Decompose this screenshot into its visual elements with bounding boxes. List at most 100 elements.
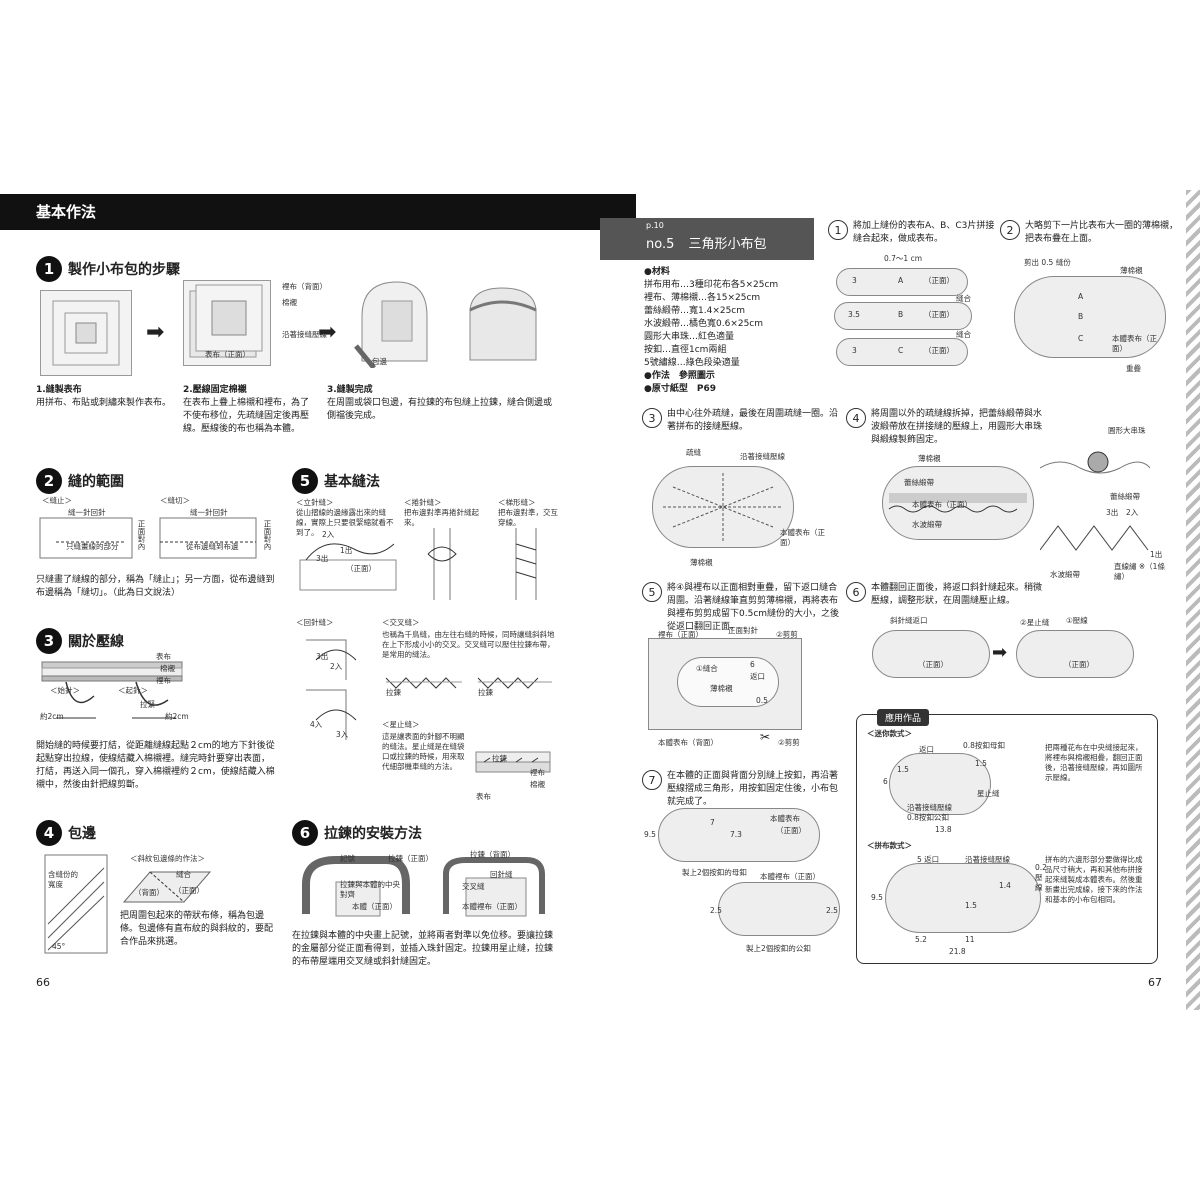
step-text: 在表布上疊上棉襯和裡布，為了不使布移位，先疏縫固定後再壓線。壓線後的布也稱為本體… xyxy=(183,398,310,434)
label-edge-to-edge: 從布邊縫到布邊 xyxy=(186,542,239,551)
page-header: 基本作法 xyxy=(0,194,636,230)
label-batting: 薄棉襯 xyxy=(918,454,941,463)
label-bead: 圓形大串珠 xyxy=(1108,426,1146,435)
label-trim: ②剪剪 xyxy=(776,630,798,639)
label-lining-front: 裡布（正面） xyxy=(658,630,703,639)
label-9-5: 9.5 xyxy=(644,830,656,839)
label-batting: 薄棉襯 xyxy=(690,558,713,567)
arrow-right-icon: ➡ xyxy=(318,320,337,345)
star-stitch-diagram xyxy=(475,751,551,773)
label-1-4: 1.4 xyxy=(999,881,1011,890)
label-male-snap: 製上2個按釦的公釦 xyxy=(746,944,811,953)
patchwork-style-text: 拼布的六邊形部分要做得比成品尺寸稍大，再和其他布拼接起來縫製成本體表布。然後重新… xyxy=(1045,855,1143,904)
label-binding: 包邊 xyxy=(372,357,387,366)
label-out-3: 3出 xyxy=(1106,508,1119,517)
ladder-stitch-text: 把布邊對準，交互穿線。 xyxy=(498,508,558,527)
label-body-back: 本體表布（背面） xyxy=(658,738,718,747)
label-right-sides-in: 正面對內 xyxy=(137,520,146,550)
finished-body-illustration xyxy=(1016,630,1134,678)
step-text: 本體翻回正面後，將返口斜針縫起來。稍微壓線，調整形狀，在周圍縫壓止線。 xyxy=(871,583,1043,606)
method-line: ●作法 參照圖示 xyxy=(644,371,715,381)
label-lace: 蕾絲緞帶 xyxy=(1110,492,1140,501)
label-a: A xyxy=(898,276,904,285)
label-zipper-back: 拉鍊（背面） xyxy=(470,850,515,859)
tag-cross-stitch: ＜交叉縫＞ xyxy=(382,618,420,627)
step-number: 7 xyxy=(642,770,662,790)
project-title: 三角形小布包 xyxy=(688,237,767,252)
label-trim: ②剪剪 xyxy=(778,738,800,747)
label-wave-ribbon: 水波緞帶 xyxy=(1050,570,1080,579)
step-6: 6 本體翻回正面後，將返口斜針縫起來。稍微壓線，調整形狀，在周圍縫壓止線。 xyxy=(846,582,1046,608)
page-number: 67 xyxy=(1148,976,1162,989)
step-5: 5 將④與裡布以正面相對重疊，留下返口縫合周圍。沿著縫線筆直剪剪薄棉襯，再將表布… xyxy=(642,582,842,634)
step-4: 4 將周圍以外的疏縫線拆掉，把蕾絲緞帶與水波緞帶放在拼接縫的壓線上，用圓形大串珠… xyxy=(846,408,1046,447)
label-c: C xyxy=(1078,334,1084,343)
application-title: 應用作品 xyxy=(877,709,930,726)
quilting-diagram xyxy=(41,661,183,719)
page-number: 66 xyxy=(36,976,50,989)
tag-ladder-stitch: ＜梯形縫＞ xyxy=(498,498,536,507)
section-2-heading: 2 縫的範圍 xyxy=(36,468,124,494)
label-front: （正面） xyxy=(924,310,954,319)
label-batting: 薄棉襯 xyxy=(710,684,733,693)
label-mark: 記號 xyxy=(340,854,355,863)
bead-detail xyxy=(1040,451,1150,474)
label-front: （正面） xyxy=(1064,660,1094,669)
label-2-5: 2.5 xyxy=(826,906,838,915)
page-ref: p.10 xyxy=(646,221,664,230)
lace-body-illustration xyxy=(882,466,1034,540)
patchwork-pouch-illustration xyxy=(885,863,1041,933)
label-in-2: 2入 xyxy=(1126,508,1139,517)
label-front: （正面） xyxy=(776,826,806,835)
label-overlap: 重疊 xyxy=(1126,364,1141,373)
step-number: 5 xyxy=(642,582,662,602)
bias-strip-diagram xyxy=(44,854,108,954)
label-a: A xyxy=(1078,292,1084,301)
cross-stitch-diagram xyxy=(385,677,552,689)
label-opening: 返口 xyxy=(919,745,934,754)
page-header-title: 基本作法 xyxy=(36,203,97,221)
step-text: 將④與裡布以正面相對重疊，留下返口縫合周圍。沿著縫線筆直剪剪薄棉襯，再將表布與裡… xyxy=(667,583,840,632)
label-backstitch-one: 縫一針回針 xyxy=(190,508,228,517)
label-opening: 5 返口 xyxy=(917,855,940,864)
label-snap-m: 0.8按釦公釦 xyxy=(907,813,949,822)
label-top-fabric: 表布 xyxy=(476,792,491,801)
step-title: 3.縫製完成 xyxy=(327,385,373,395)
label-end: ＜起針＞ xyxy=(118,686,148,695)
label-cut-allowance: 剪出 0.5 縫份 xyxy=(1024,258,1071,267)
page-edge-stripe xyxy=(1186,190,1200,1010)
material-item: 圓形大串珠…紅色適量 xyxy=(644,332,735,342)
scissors-icon: ✂ xyxy=(760,730,771,744)
blind-stitch-text: 從山摺線的邊緣露出來的縫線，實際上只要很緊縮就看不到了。 xyxy=(296,508,394,537)
turned-body-illustration xyxy=(872,630,990,678)
arrow-right-icon: ➡ xyxy=(992,642,1008,663)
section-title: 拉鍊的安裝方法 xyxy=(324,826,422,842)
label-sew-drawn-only: 只縫畫線的部分 xyxy=(66,542,119,551)
label-align-center: 拉鍊與本體的中央對齊 xyxy=(340,880,400,899)
label-cross-stitch: 交叉縫 xyxy=(462,882,485,891)
label-sew: 縫合 xyxy=(956,294,971,303)
section-4-text: 把周圍包起來的帶狀布條，稱為包邊條。包邊條有直布紋的與斜紋的，要配合作品來挑選。 xyxy=(120,911,274,947)
material-item: 蕾絲緞帶…寬1.4×25cm xyxy=(644,306,746,316)
label-in-2: 2入 xyxy=(322,530,335,539)
step-text: 用拼布、布貼或刺繡來製作表布。 xyxy=(36,398,172,408)
label-opening: 返口 xyxy=(750,672,765,681)
tag-backstitch-star: ＜星止縫＞ xyxy=(382,720,420,729)
label-slipstitch-opening: 斜針縫返口 xyxy=(890,616,928,625)
label-out-3: 3出 xyxy=(316,652,329,661)
label-batting: 棉襯 xyxy=(530,780,545,789)
step-text: 將加上縫份的表布A、B、C3片拼接縫合起來，做成表布。 xyxy=(853,221,995,244)
step-text: 在周圍或袋口包邊，有拉鍊的布包縫上拉鍊，縫合側邊或側襠後完成。 xyxy=(327,398,553,421)
fabric-piece-b xyxy=(834,302,972,330)
tag-nuidome: ＜縫止＞ xyxy=(42,496,72,505)
label-zipper-front: 拉鍊（正面） xyxy=(388,854,433,863)
material-item: 拼布用布…3種印花布各5×25cm xyxy=(644,280,779,290)
ladder-stitch-diagram xyxy=(515,528,537,600)
label-backstitch-one: 縫一針回針 xyxy=(68,508,106,517)
tag-nuikiri: ＜縫切＞ xyxy=(160,496,190,505)
layered-quilt-illustration xyxy=(183,280,271,366)
materials-heading: ●材料 xyxy=(644,267,670,277)
label-body-front: 本體表布（正面） xyxy=(912,500,972,509)
section-number: 5 xyxy=(292,468,318,494)
step-number: 4 xyxy=(846,408,866,428)
